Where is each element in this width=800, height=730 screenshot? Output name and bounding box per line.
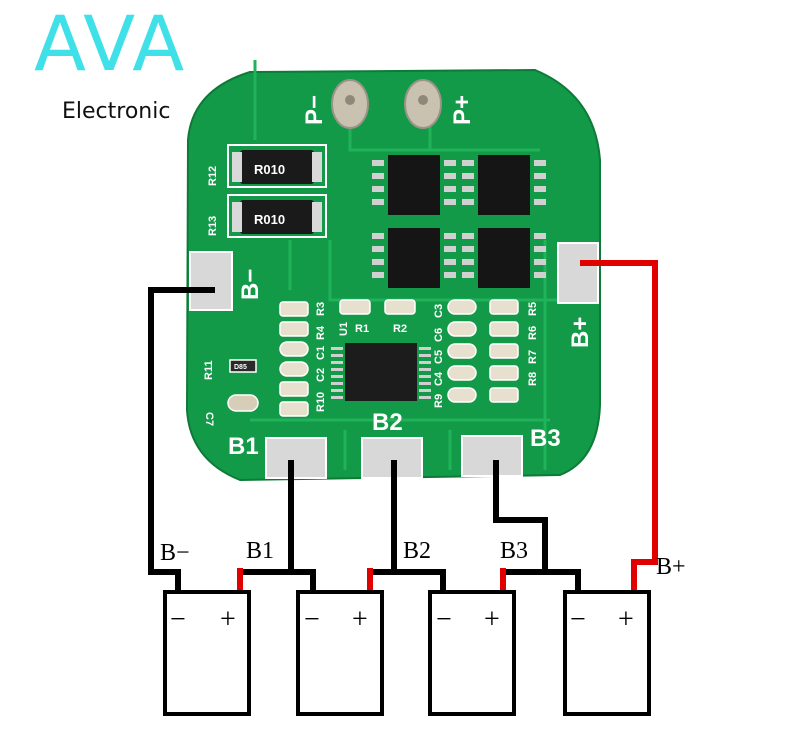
silk-c2: C2 xyxy=(315,368,327,382)
b-minus-wire xyxy=(148,287,215,592)
r13-label: R13 xyxy=(207,216,219,236)
battery-cell: − + xyxy=(428,590,516,716)
silk-c1: C1 xyxy=(315,346,327,360)
cell-plus-terminal: + xyxy=(220,604,236,635)
wire-labels: B− B1 B2 B3 B+ xyxy=(160,538,686,580)
cell-plus-terminal: + xyxy=(618,604,634,635)
silk-r9: R9 xyxy=(433,394,445,408)
battery-cell: − + xyxy=(296,590,384,716)
silk-c7: C7 xyxy=(203,412,215,426)
silk-u1: U1 xyxy=(338,322,350,336)
mosfet-array xyxy=(372,155,546,288)
controller-ic xyxy=(345,343,417,401)
r12-value: R010 xyxy=(254,162,285,177)
b-plus-pad xyxy=(557,242,599,304)
cell-minus-terminal: − xyxy=(570,604,586,635)
mosfet-chip xyxy=(388,155,440,215)
cell-minus-terminal: − xyxy=(170,604,186,635)
pcb-traces xyxy=(250,60,560,470)
wires xyxy=(148,260,658,592)
silk-r6: R6 xyxy=(527,326,539,340)
r13-footprint xyxy=(227,194,327,238)
wire-label-b-minus: B− xyxy=(160,540,190,566)
logo-brand: AVA xyxy=(34,0,187,88)
mosfet-chip xyxy=(388,228,440,288)
b2-wire xyxy=(391,460,446,592)
p-minus-label: P− xyxy=(301,95,328,125)
cell-plus-terminal: + xyxy=(352,604,368,635)
silk-r1: R1 xyxy=(355,323,369,335)
r13-resistor xyxy=(240,200,314,234)
cell-minus-terminal: − xyxy=(436,604,452,635)
silk-r2: R2 xyxy=(393,323,407,335)
wire-label-b1: B1 xyxy=(246,538,274,564)
b3-board-label: B3 xyxy=(530,425,561,452)
silk-r10: R10 xyxy=(315,392,327,412)
r12-resistor xyxy=(240,150,314,184)
silk-r11: R11 xyxy=(203,360,215,380)
battery-cells: − + − + − + − + xyxy=(163,590,651,716)
b3-pad xyxy=(461,435,523,477)
b1-pad xyxy=(265,437,327,479)
silk-d85: D85 xyxy=(234,364,247,371)
pcb-board: P− P+ R010 R12 R010 R13 xyxy=(185,60,601,482)
r13-terminal xyxy=(312,202,322,232)
wire-label-b-plus: B+ xyxy=(656,554,686,580)
silk-r5: R5 xyxy=(527,302,539,316)
silk-c5: C5 xyxy=(433,350,445,364)
silk-r7: R7 xyxy=(527,350,539,364)
silk-c3: C3 xyxy=(433,304,445,318)
cell-body xyxy=(563,590,651,716)
wire-label-b2: B2 xyxy=(403,538,431,564)
passive-components-left xyxy=(227,301,309,417)
passive-components-right xyxy=(339,299,519,403)
b-minus-pad xyxy=(189,251,233,311)
p-minus-hole xyxy=(345,95,355,105)
battery-cell: − + xyxy=(163,590,251,716)
b3-wire xyxy=(493,460,581,592)
r12-label: R12 xyxy=(207,166,219,186)
b2-board-label: B2 xyxy=(372,409,403,436)
battery-cell: − + xyxy=(563,590,651,716)
p-plus-hole xyxy=(418,95,428,105)
silkscreen-labels: R3 U1 R1 R2 C3 R5 R4 R6 C1 C6 C5 C4 R7 R… xyxy=(203,302,539,426)
silk-r8: R8 xyxy=(527,372,539,386)
p-plus-label: P+ xyxy=(449,95,476,125)
silk-c6: C6 xyxy=(433,328,445,342)
r12-footprint xyxy=(227,144,327,188)
cell-body xyxy=(163,590,251,716)
silk-r3: R3 xyxy=(315,302,327,316)
cell-body xyxy=(428,590,516,716)
controller-ic-pins xyxy=(331,347,431,399)
b-plus-wire xyxy=(580,260,658,592)
r12-terminal xyxy=(232,152,242,182)
cell-plus-terminal: + xyxy=(484,604,500,635)
cell-minus-terminal: − xyxy=(304,604,320,635)
r13-terminal xyxy=(232,202,242,232)
mosfet-pins xyxy=(372,160,546,278)
b1-board-label: B1 xyxy=(228,433,259,460)
r12-terminal xyxy=(312,152,322,182)
mosfet-chip xyxy=(478,228,530,288)
trace xyxy=(328,240,560,302)
logo-subtitle: Electronic xyxy=(62,99,171,124)
b-plus-board-label: B+ xyxy=(567,317,594,348)
silk-r4: R4 xyxy=(315,325,327,340)
r13-value: R010 xyxy=(254,212,285,227)
wire-label-b3: B3 xyxy=(500,538,528,564)
b-minus-board-label: B− xyxy=(237,269,264,300)
cell-body xyxy=(296,590,384,716)
mosfet-chip xyxy=(478,155,530,215)
silk-c4: C4 xyxy=(433,371,445,386)
